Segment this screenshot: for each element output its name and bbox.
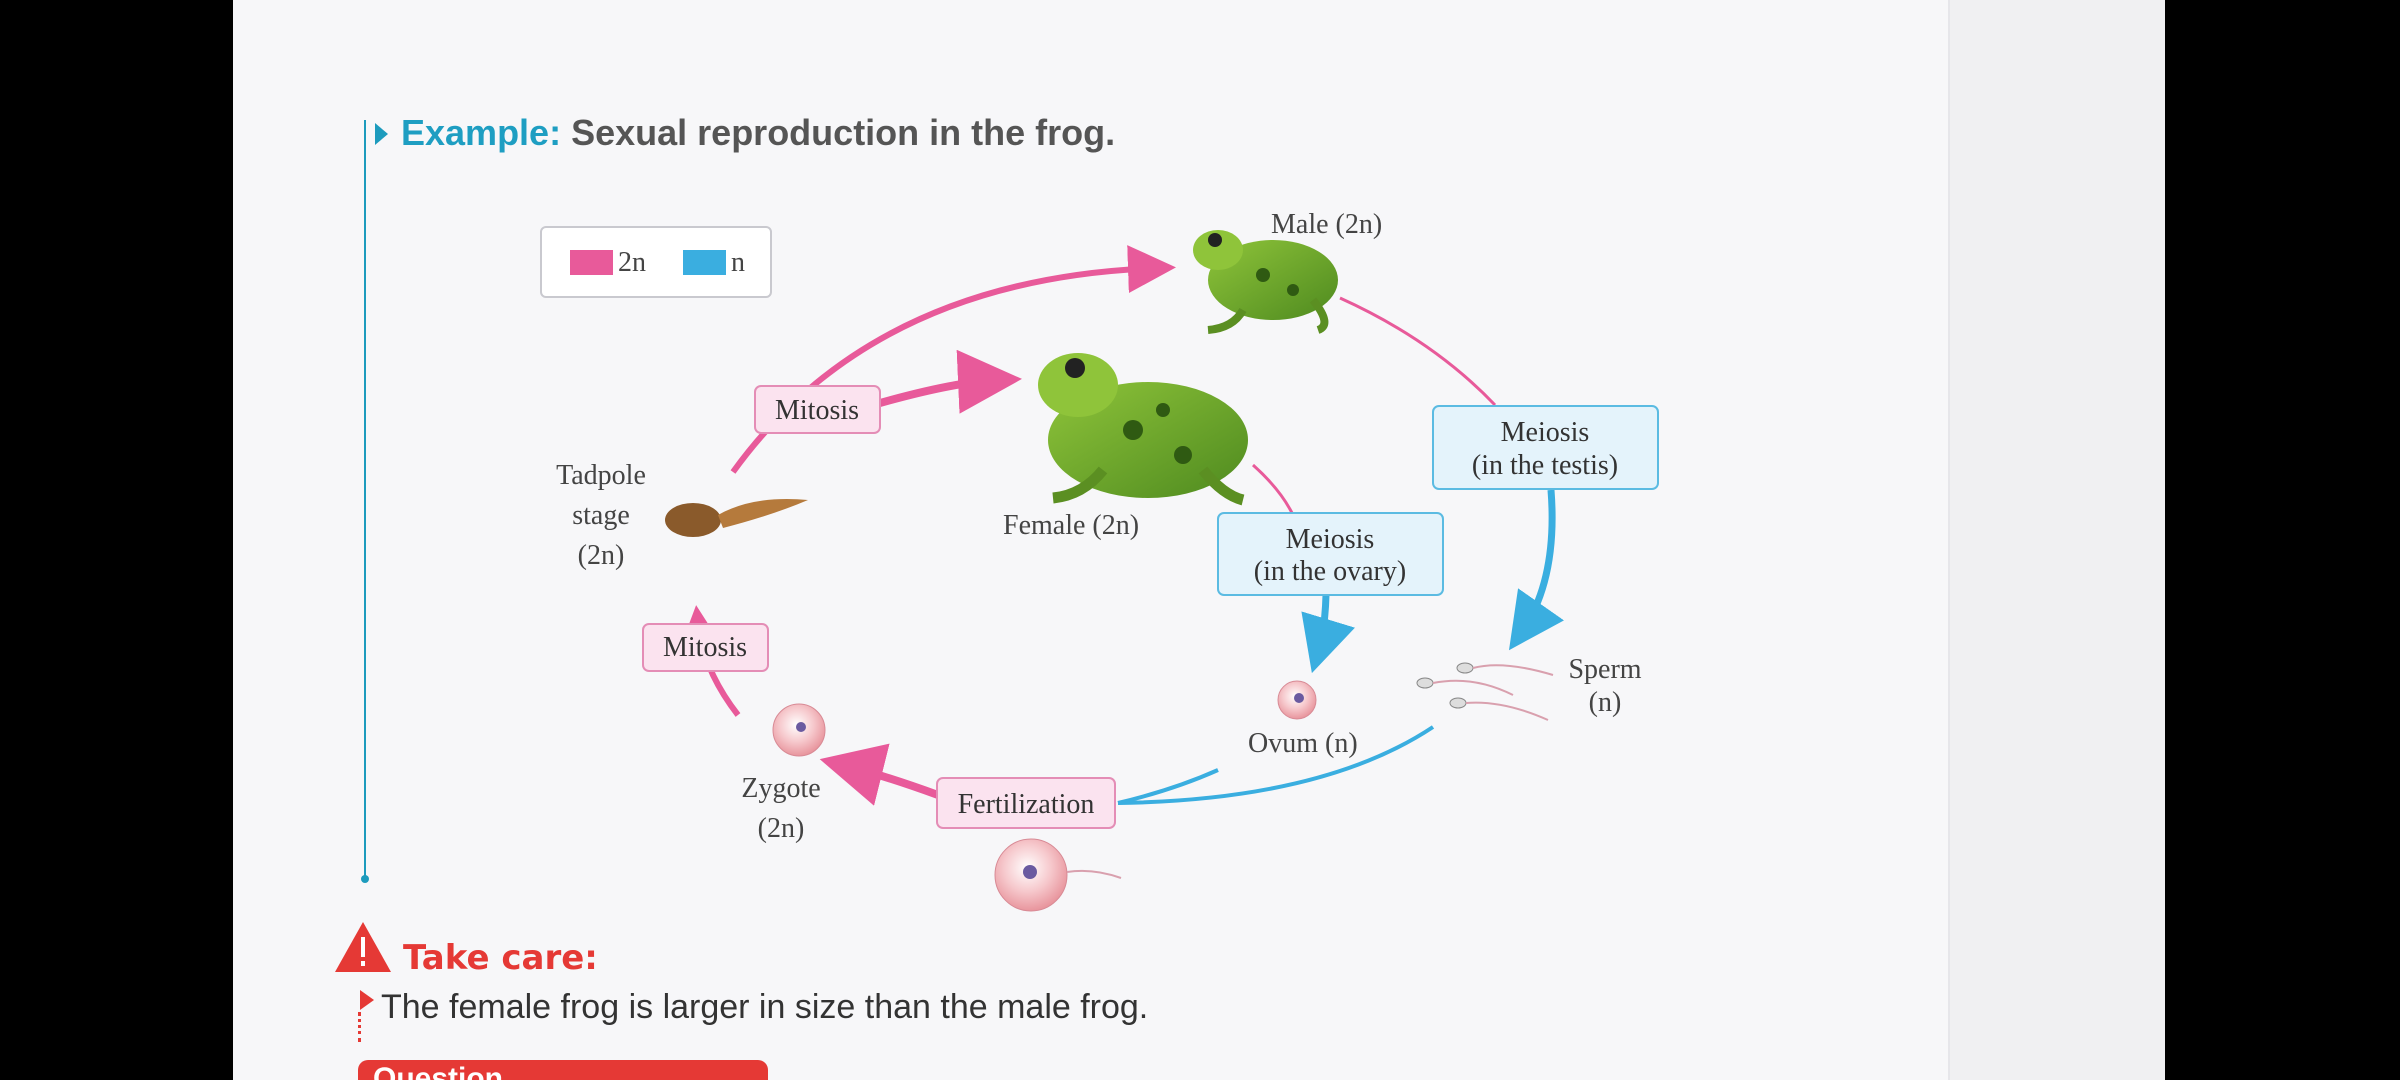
tadpole-ploidy: (2n) [578,540,625,571]
tadpole-stage: stage [572,500,630,531]
right-margin-panel [1948,0,2165,1080]
legend-n-label: n [731,247,745,278]
question-label: Question [373,1062,504,1080]
male-frog-image [1193,230,1338,334]
legend-n-swatch [683,250,726,275]
warning-icon [335,922,391,972]
zygote-ploidy: (2n) [758,813,805,844]
tadpole-image [665,499,808,537]
meiosis-testis-location: (in the testis) [1472,450,1618,481]
take-care-dotted-rule [358,1012,365,1042]
meiosis-testis-box: Meiosis (in the testis) [1432,405,1659,490]
sperm-label: Sperm [1568,654,1641,685]
sperm-image [1416,662,1554,721]
tadpole-label: Tadpole [556,460,646,491]
mitosis-to-female-arrow [871,349,1022,414]
fertilized-egg-image [994,838,1122,912]
example-title: Sexual reproduction in the frog. [571,112,1116,153]
take-care-label: Take care: [403,938,598,978]
take-care-text: The female frog is larger in size than t… [381,988,1149,1026]
page-title: Example: Sexual reproduction in the frog… [401,112,1115,154]
meiosis-ovary-label: Meiosis [1286,524,1375,555]
fertilization-box: Fertilization [936,777,1116,829]
frog-life-cycle-diagram: 2n n Male (2n) [335,209,1659,972]
meiosis-ovary-box: Meiosis (in the ovary) [1217,512,1444,596]
meiosis-ovary-location: (in the ovary) [1254,556,1406,587]
margin-rule-end-dot [361,875,369,883]
male-label: Male (2n) [1271,209,1382,240]
example-keyword: Example: [401,112,562,153]
meiosis-testis-label: Meiosis [1501,417,1590,448]
ovum-to-fertilization-line [1117,768,1219,805]
title-arrow-icon [375,123,388,145]
female-frog-image [1038,353,1248,506]
question-bar [358,1060,768,1080]
fertilization-label: Fertilization [958,789,1095,820]
mitosis-top-label: Mitosis [775,395,859,426]
sperm-ploidy: (n) [1589,687,1622,718]
female-to-meiosis-line [1252,463,1295,516]
mitosis-top-box: Mitosis [754,385,881,434]
take-care-arrow-icon [360,990,374,1010]
legend-2n-label: 2n [618,247,646,278]
female-label: Female (2n) [1003,510,1139,541]
left-margin-rule [364,120,366,880]
legend: 2n n [540,226,772,298]
male-to-meiosis-line [1339,296,1497,407]
meiosis-to-sperm-arrow [1508,489,1564,651]
ovum-label: Ovum (n) [1248,728,1358,759]
zygote-label: Zygote [741,773,820,804]
textbook-page: Example: Sexual reproduction in the frog… [233,0,2165,1080]
mitosis-bottom-label: Mitosis [663,632,747,663]
meiosis-to-ovum-arrow [1301,594,1355,674]
fertilization-to-zygote-arrow [819,743,940,806]
mitosis-bottom-box: Mitosis [642,623,769,672]
legend-2n-swatch [570,250,613,275]
sperm-to-fertilization-line [1117,725,1435,805]
